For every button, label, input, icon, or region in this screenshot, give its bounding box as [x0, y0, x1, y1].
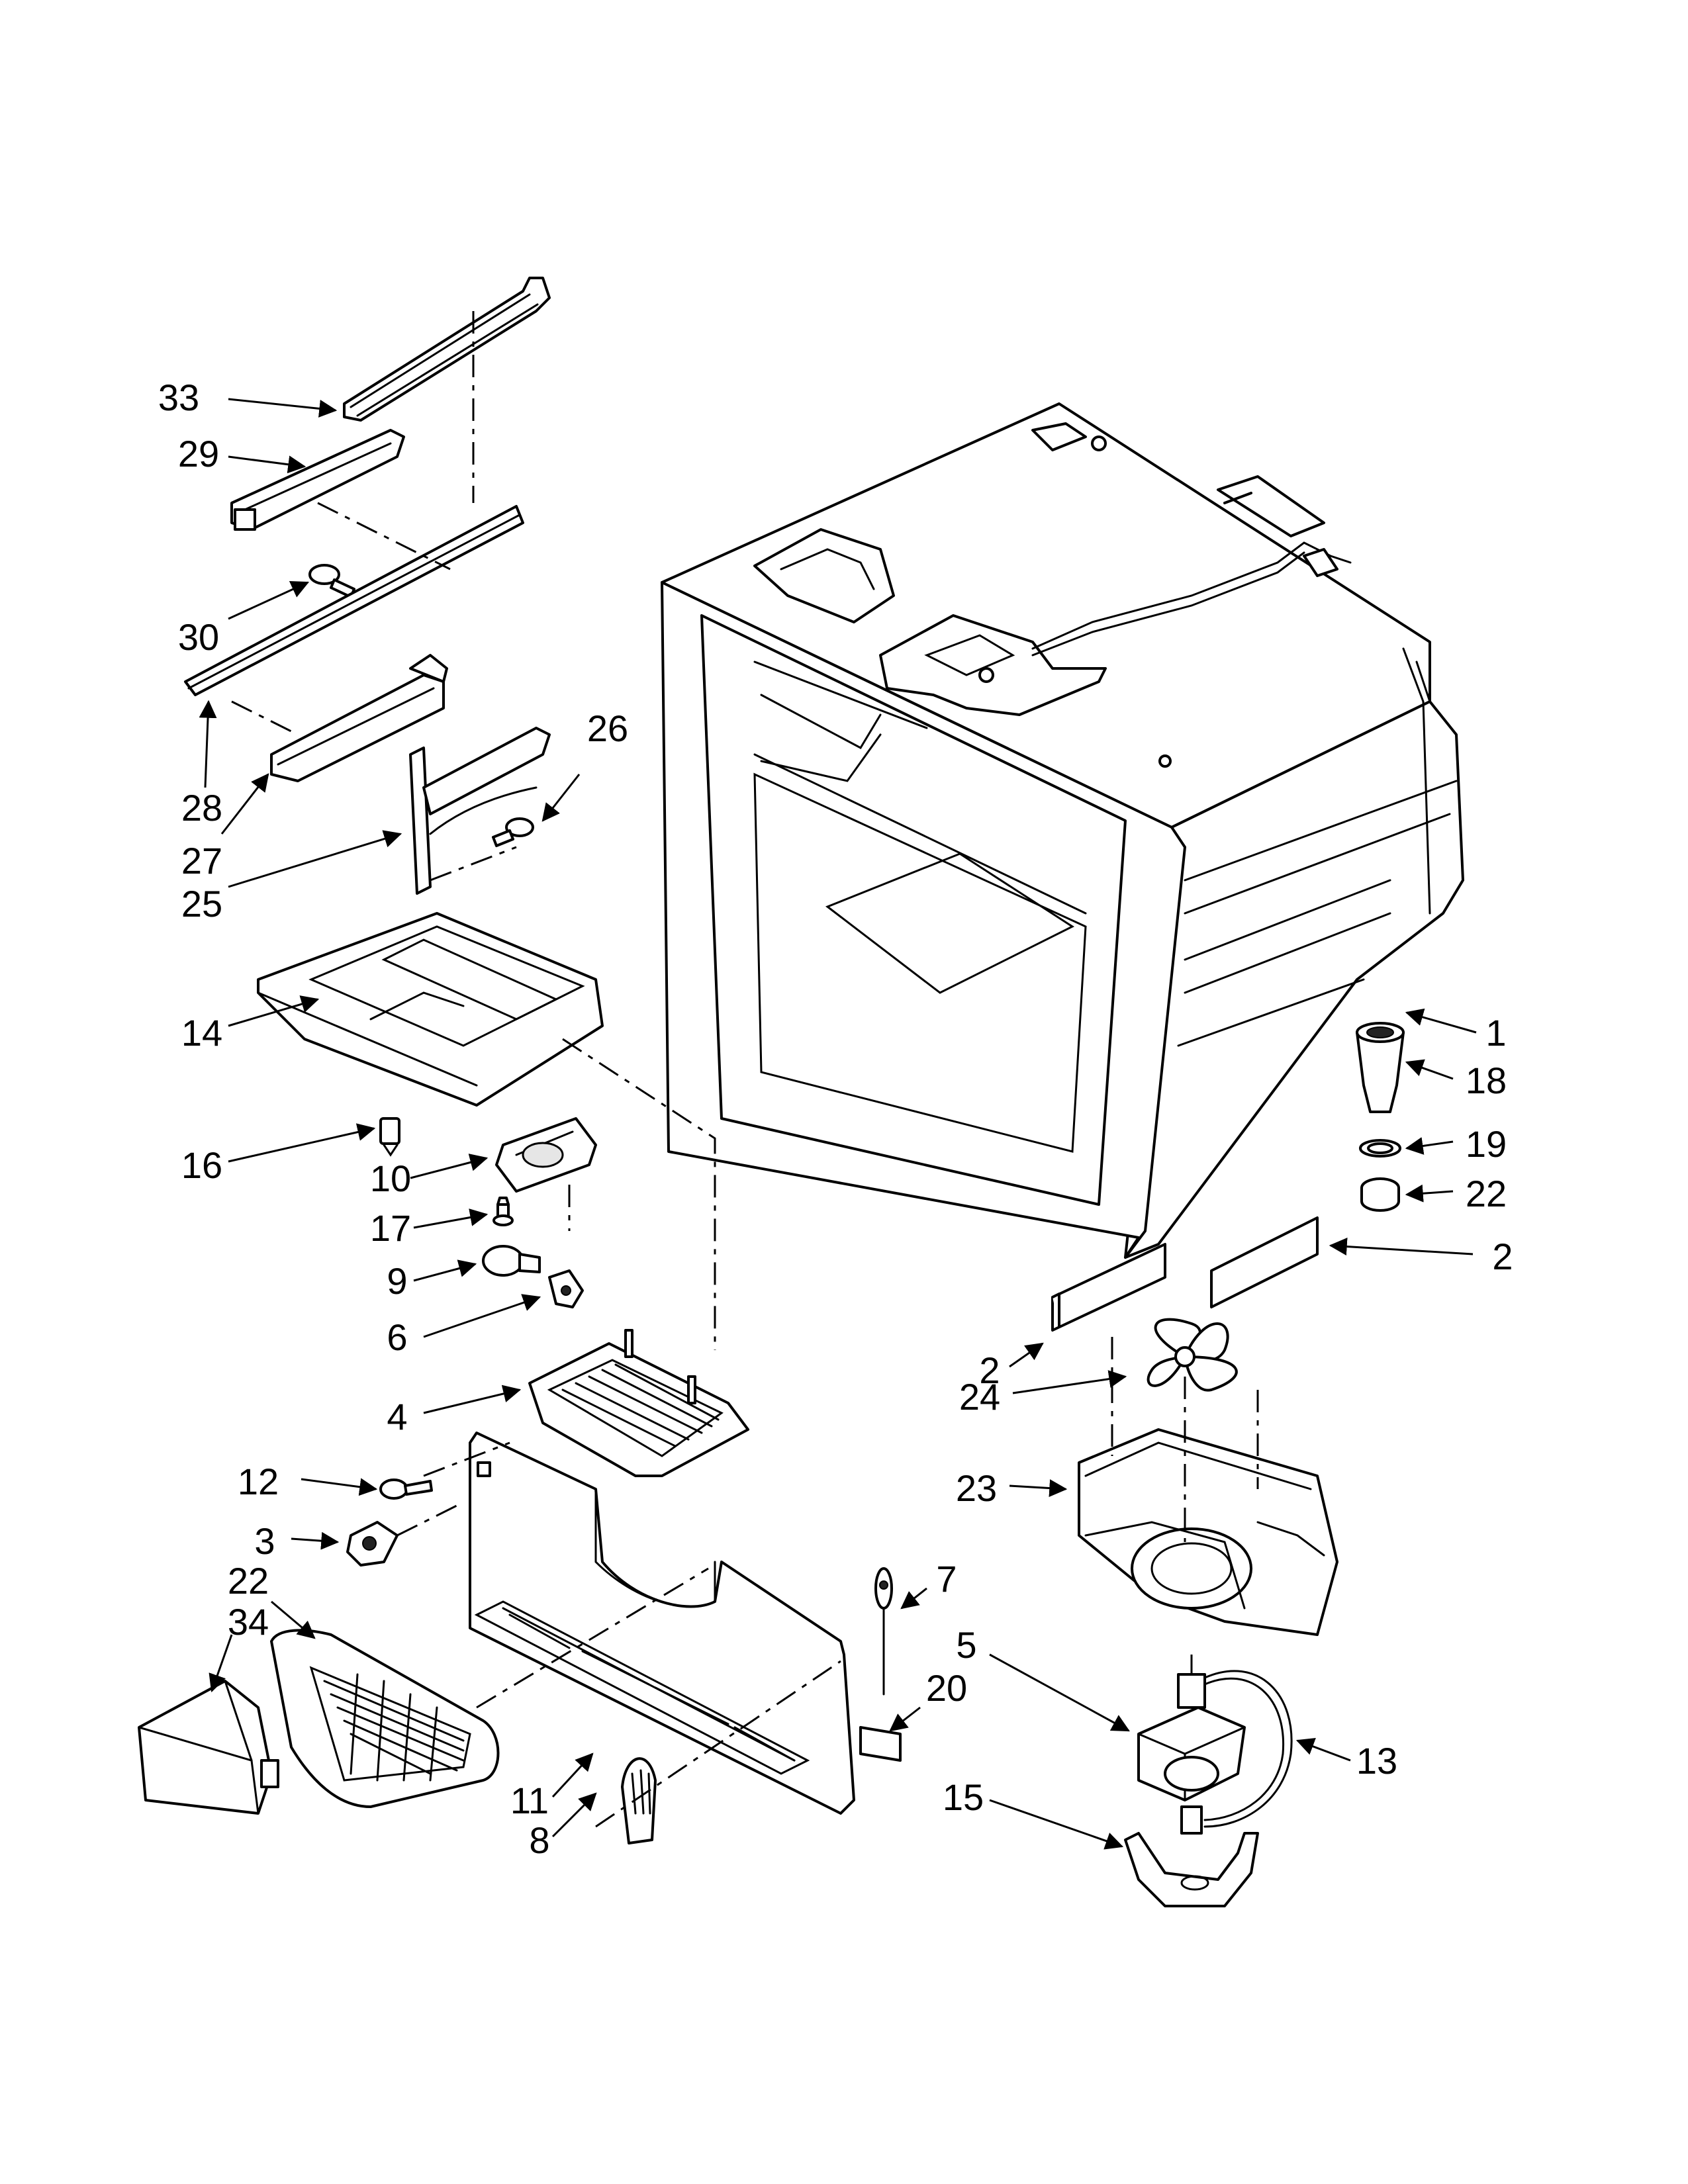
callout-9: 9: [387, 1260, 407, 1302]
part-23-fan-housing: [1078, 1428, 1338, 1636]
part-12-screw: [379, 1479, 433, 1500]
part-10-light-housing: [495, 1117, 597, 1193]
part-27-rail-bracket: [270, 654, 448, 782]
part-18-19-21-foot-stack: [1356, 1022, 1405, 1212]
callout-6: 6: [387, 1316, 407, 1358]
callout-labels: 33 29 30 28 26 27 25 14 16 10 17 9 6 4 1…: [158, 377, 1513, 1861]
callout-16: 16: [181, 1144, 222, 1186]
part-26-screw: [492, 817, 534, 847]
callout-8: 8: [529, 1819, 549, 1861]
callout-28: 28: [181, 787, 222, 829]
part-9-bulb: [482, 1245, 541, 1277]
part-17-screw: [492, 1197, 514, 1226]
callout-7: 7: [936, 1558, 957, 1600]
part-8-clip: [621, 1757, 657, 1844]
callout-23: 23: [956, 1467, 997, 1509]
callout-4: 4: [387, 1396, 407, 1437]
callout-13: 13: [1356, 1740, 1397, 1782]
callout-33: 33: [158, 377, 199, 418]
callout-30: 30: [178, 616, 219, 658]
part-34-cover: [138, 1680, 279, 1815]
callout-27: 27: [181, 840, 222, 882]
part-6-socket: [548, 1269, 584, 1308]
leader-lines: [199, 398, 1477, 1850]
part-7-probe: [874, 1567, 893, 1696]
callout-20: 20: [926, 1667, 967, 1709]
part-28-slide-rail: [184, 505, 524, 696]
part-22-grille: [270, 1629, 500, 1808]
callout-11: 11: [510, 1780, 549, 1821]
part-20-strip: [859, 1726, 902, 1762]
callout-22: 22: [228, 1560, 269, 1602]
part-1-freezer-liner: [661, 402, 1464, 1259]
part-11-panel: [469, 1432, 855, 1815]
callout-3: 3: [254, 1520, 275, 1562]
part-29-rail-bracket: [230, 429, 405, 531]
part-33-rail-cover: [343, 277, 551, 422]
callout-2-right: 2: [1492, 1236, 1513, 1277]
part-25-bracket: [409, 727, 551, 895]
part-2-foam-blocks: [1051, 1216, 1319, 1332]
callout-34: 34: [228, 1601, 269, 1643]
callout-19: 19: [1466, 1123, 1507, 1165]
alignment-lines: [231, 311, 1259, 1828]
part-4-tray: [528, 1329, 749, 1477]
callout-17: 17: [370, 1207, 411, 1249]
part-3-switch: [346, 1521, 399, 1567]
callout-18: 18: [1466, 1060, 1507, 1101]
part-16-clip: [379, 1117, 400, 1157]
callout-5: 5: [956, 1624, 976, 1666]
callout-29: 29: [178, 433, 219, 475]
part-5-13-15-motor-assembly: [1124, 1670, 1293, 1907]
callout-1: 1: [1485, 1012, 1506, 1054]
part-14-shelf: [257, 912, 604, 1107]
callout-12: 12: [238, 1461, 279, 1502]
callout-24: 24: [959, 1376, 1000, 1418]
callout-14: 14: [181, 1012, 222, 1054]
part-24-fan-blade: [1147, 1318, 1238, 1392]
callout-21: 22: [1466, 1173, 1507, 1214]
callout-25: 25: [181, 883, 222, 925]
callout-2-left: 2: [979, 1349, 1000, 1391]
part-30-screw: [308, 564, 355, 598]
callout-15: 15: [943, 1776, 984, 1818]
callout-26: 26: [587, 707, 628, 749]
callout-10: 10: [370, 1158, 411, 1199]
